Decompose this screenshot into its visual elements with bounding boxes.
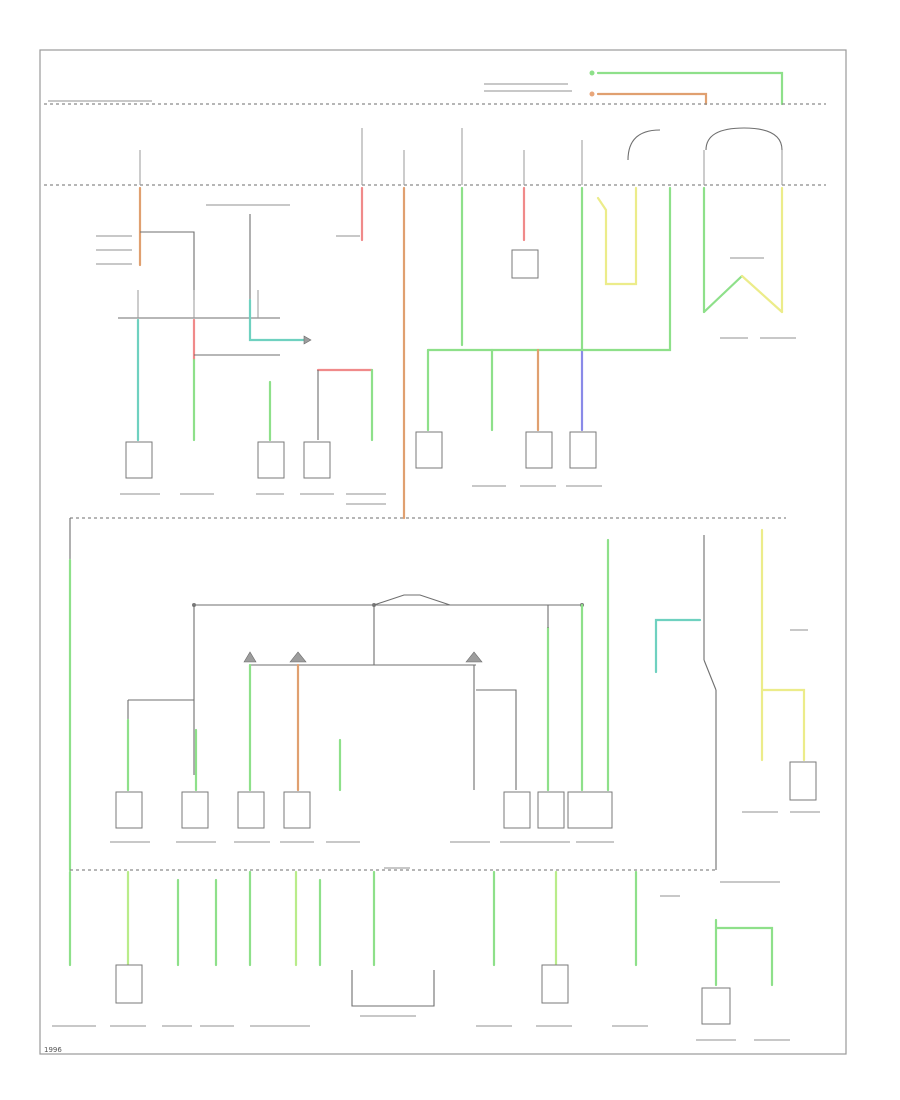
component-box xyxy=(303,441,331,479)
component-box xyxy=(525,431,553,469)
component-box xyxy=(257,441,285,479)
component-box xyxy=(701,987,731,1025)
component-box xyxy=(181,791,209,829)
component-box xyxy=(237,791,265,829)
upper-fuses xyxy=(139,127,783,185)
lower-components xyxy=(110,791,614,843)
legend-swatch-orange xyxy=(589,91,595,97)
component-box xyxy=(541,964,569,1004)
relay-box xyxy=(511,249,539,279)
component-box xyxy=(789,761,817,801)
component-box xyxy=(569,431,597,469)
page-number: 1996 xyxy=(44,1046,62,1054)
component-box xyxy=(115,964,143,1004)
lower-circuits xyxy=(126,538,610,792)
legend-swatch-green xyxy=(589,70,595,76)
legend xyxy=(484,70,784,106)
upper-middle-circuits xyxy=(415,186,796,487)
upper-left-components xyxy=(120,441,386,505)
component-box xyxy=(125,441,153,479)
component-box xyxy=(567,791,613,829)
upper-left-circuits xyxy=(96,186,374,442)
component-box xyxy=(503,791,531,829)
component-box xyxy=(415,431,443,469)
component-box xyxy=(537,791,565,829)
diagram-frame xyxy=(39,49,847,1055)
component-box xyxy=(115,791,143,829)
ground-wires xyxy=(52,870,790,1041)
right-lower-circuits xyxy=(654,528,820,870)
component-box xyxy=(283,791,311,829)
